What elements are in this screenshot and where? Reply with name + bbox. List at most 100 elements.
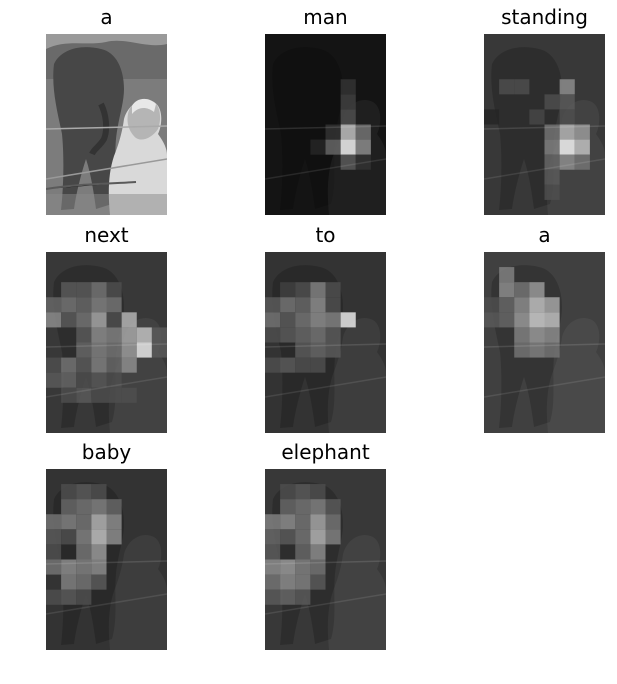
attention-cell: [76, 282, 92, 298]
attention-cell: [544, 312, 560, 328]
attention-cell: [310, 574, 326, 590]
attention-cell: [265, 529, 281, 545]
attention-cell: [280, 559, 296, 575]
attention-cell: [484, 312, 500, 328]
attention-cell: [280, 574, 296, 590]
panel-1: a: [46, 5, 167, 215]
attention-cell: [340, 139, 356, 155]
attention-map: [484, 252, 605, 433]
attention-cell: [61, 387, 77, 403]
attention-cell: [46, 372, 62, 388]
attention-cell: [76, 312, 92, 328]
attention-cell: [265, 544, 281, 560]
attention-cell: [514, 342, 530, 358]
attention-cell: [499, 79, 515, 95]
attention-cell: [529, 282, 545, 298]
attention-cell: [106, 514, 122, 530]
attention-cell: [325, 282, 341, 298]
attention-cell: [151, 327, 167, 343]
attention-cell: [325, 342, 341, 358]
attention-cell: [529, 327, 545, 343]
attention-cell: [574, 124, 590, 140]
attention-cell: [121, 327, 137, 343]
attention-cell: [76, 297, 92, 313]
attention-cell: [121, 387, 137, 403]
attention-cell: [325, 312, 341, 328]
attention-cell: [265, 297, 281, 313]
panel-4: next: [46, 223, 167, 433]
panel-word: a: [100, 5, 113, 29]
attention-cell: [514, 282, 530, 298]
attention-map: [46, 469, 167, 650]
attention-map: [265, 252, 386, 433]
panel-word: a: [538, 223, 551, 247]
attention-cell: [91, 559, 107, 575]
attention-cell: [76, 499, 92, 515]
attention-cell: [76, 589, 92, 605]
attention-cell: [355, 139, 371, 155]
attention-cell: [295, 297, 311, 313]
attention-cell: [310, 559, 326, 575]
attention-cell: [325, 514, 341, 530]
panel-8: elephant: [265, 440, 386, 650]
attention-cell: [61, 589, 77, 605]
attention-cell: [559, 124, 575, 140]
attention-cell: [529, 312, 545, 328]
attention-cell: [514, 297, 530, 313]
attention-cell: [61, 372, 77, 388]
attention-cell: [280, 357, 296, 373]
attention-cell: [544, 139, 560, 155]
attention-cell: [310, 544, 326, 560]
attention-cell: [340, 154, 356, 170]
panel-6: a: [484, 223, 605, 433]
attention-cell: [76, 574, 92, 590]
attention-cell: [91, 529, 107, 545]
attention-cell: [61, 499, 77, 515]
attention-cell: [91, 499, 107, 515]
source-photo: [46, 34, 167, 215]
attention-cell: [529, 342, 545, 358]
attention-cell: [61, 484, 77, 500]
attention-cell: [310, 342, 326, 358]
attention-cell: [295, 529, 311, 545]
attention-cell: [76, 372, 92, 388]
attention-cell: [340, 94, 356, 110]
attention-cell: [265, 514, 281, 530]
attention-cell: [559, 109, 575, 125]
attention-cell: [559, 79, 575, 95]
attention-cell: [265, 327, 281, 343]
attention-cell: [295, 514, 311, 530]
attention-cell: [280, 499, 296, 515]
attention-map: [46, 252, 167, 433]
attention-heatmap: [46, 252, 167, 433]
attention-cell: [544, 297, 560, 313]
attention-cell: [106, 357, 122, 373]
attention-cell: [310, 499, 326, 515]
attention-cell: [280, 327, 296, 343]
attention-cell: [325, 124, 341, 140]
attention-cell: [529, 297, 545, 313]
attention-cell: [76, 484, 92, 500]
attention-cell: [325, 327, 341, 343]
attention-cell: [76, 529, 92, 545]
attention-cell: [544, 327, 560, 343]
attention-cell: [295, 544, 311, 560]
panel-word: man: [303, 5, 348, 29]
attention-cell: [61, 559, 77, 575]
attention-cell: [106, 499, 122, 515]
panel-3: standing: [484, 5, 605, 215]
attention-cell: [529, 109, 545, 125]
attention-cell: [295, 342, 311, 358]
attention-cell: [91, 312, 107, 328]
attention-cell: [106, 327, 122, 343]
attention-cell: [325, 139, 341, 155]
attention-map: [484, 34, 605, 215]
attention-cell: [46, 589, 62, 605]
attention-cell: [76, 514, 92, 530]
attention-cell: [295, 559, 311, 575]
attention-cell: [106, 312, 122, 328]
attention-cell: [574, 139, 590, 155]
attention-cell: [151, 342, 167, 358]
attention-cell: [46, 357, 62, 373]
attention-cell: [265, 574, 281, 590]
